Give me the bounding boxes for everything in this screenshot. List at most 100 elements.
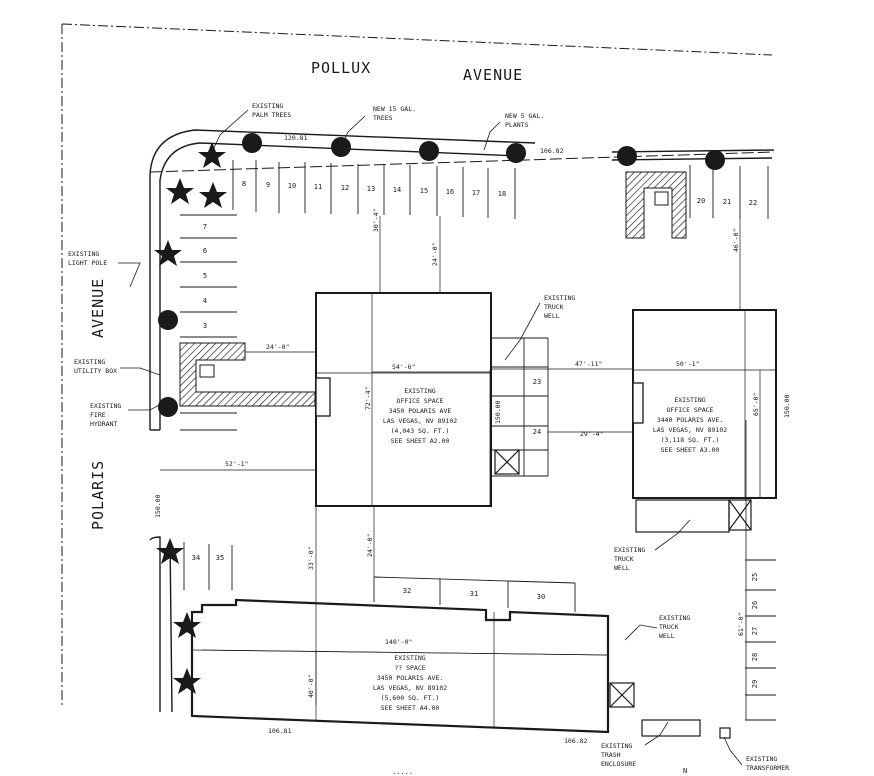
stall-12: 12 xyxy=(341,184,349,192)
street-pollux: POLLUX xyxy=(311,59,371,77)
dim-bottom-right-line: 106.82 xyxy=(564,737,588,745)
stall-24: 24 xyxy=(533,428,541,436)
building-a-line-6: SEE SHEET A2.00 xyxy=(391,437,450,445)
dim-24a: 24'-0" xyxy=(431,243,439,266)
property-lines xyxy=(61,23,775,705)
building-b-line-5: (3,118 SQ. FT.) xyxy=(661,436,720,444)
dim-40-0: 40'-0" xyxy=(307,675,315,698)
stall-26: 26 xyxy=(751,601,759,609)
dim-50-1: 50'-1" xyxy=(676,360,699,368)
dim-46-0: 46'-0" xyxy=(732,229,740,252)
building-c-line-5: (5,600 SQ. FT.) xyxy=(381,694,440,702)
callout-trash-3: ENCLOSURE xyxy=(601,760,636,768)
building-c-line-1: EXISTING xyxy=(394,654,425,662)
stall-20: 20 xyxy=(697,197,705,205)
stall-25: 25 xyxy=(751,573,759,581)
north-arrow-label: N xyxy=(683,767,687,775)
stall-27: 27 xyxy=(751,627,759,635)
dim-30-4: 30'-4" xyxy=(372,209,380,232)
building-a-line-2: OFFICE SPACE xyxy=(397,397,444,405)
sheet-dots: ..... xyxy=(392,768,413,776)
building-c-line-6: SEE SHEET A4.00 xyxy=(381,704,440,712)
tree-symbols xyxy=(154,133,725,694)
building-a: EXISTING OFFICE SPACE 3450 POLARIS AVE L… xyxy=(315,292,492,507)
dim-top-left-line: 120.81 xyxy=(284,134,308,142)
dim-top-right-line: 106.82 xyxy=(540,147,564,155)
building-a-line-1: EXISTING xyxy=(404,387,435,395)
dim-61-0: 61'-0" xyxy=(737,613,745,636)
callout-new-trees-1: NEW 15 GAL. xyxy=(373,105,416,113)
dim-140-0: 140'-0" xyxy=(385,638,412,646)
callout-truck-well-2a: EXISTING xyxy=(614,546,645,554)
parking-stall-lines xyxy=(180,160,776,721)
callout-light-pole-2: LIGHT POLE xyxy=(68,259,107,267)
stall-31: 31 xyxy=(470,590,478,598)
accessible-ramp-left xyxy=(179,342,316,407)
dim-24b: 24'-0" xyxy=(266,343,289,351)
callout-truck-well-1c: WELL xyxy=(544,312,560,320)
stall-3: 3 xyxy=(203,322,207,330)
stall-10: 10 xyxy=(288,182,296,190)
callout-hydrant-1: EXISTING xyxy=(90,402,121,410)
stall-8: 8 xyxy=(242,180,246,188)
dimension-lines xyxy=(160,216,761,705)
stall-17: 17 xyxy=(472,189,480,197)
stall-29: 29 xyxy=(751,680,759,688)
callout-truck-well-3a: EXISTING xyxy=(659,614,690,622)
callout-truck-well-3b: TRUCK xyxy=(659,623,679,631)
dim-33-0: 33'-0" xyxy=(307,547,315,570)
callout-hydrant-3: HYDRANT xyxy=(90,420,117,428)
stall-23: 23 xyxy=(533,378,541,386)
building-b-line-1: EXISTING xyxy=(674,396,705,404)
stall-15: 15 xyxy=(420,187,428,195)
accessible-ramp-right xyxy=(625,171,687,239)
stall-7: 7 xyxy=(203,223,207,231)
dimension-texts: 120.81 106.82 150.00 150.00 106.81 106.8… xyxy=(154,134,791,745)
stall-18: 18 xyxy=(498,190,506,198)
dim-150: 150.00 xyxy=(494,400,502,424)
stall-32: 32 xyxy=(403,587,411,595)
callout-truck-well-1b: TRUCK xyxy=(544,303,564,311)
callout-transformer-2: TRANSFORMER xyxy=(746,764,789,772)
callout-new-plants-1: NEW 5 GAL. xyxy=(505,112,544,120)
building-a-line-3: 3450 POLARIS AVE xyxy=(389,407,452,415)
stall-numbers: 8 9 10 11 12 13 14 15 16 17 18 20 21 22 … xyxy=(192,180,759,688)
dim-left-line: 150.00 xyxy=(154,494,162,518)
callout-utility-box-2: UTILITY BOX xyxy=(74,367,117,375)
stall-34: 34 xyxy=(192,554,200,562)
dim-52-1: 52'-1" xyxy=(225,460,248,468)
curb-lines xyxy=(149,129,775,713)
callout-transformer-1: EXISTING xyxy=(746,755,777,763)
callout-new-plants-2: PLANTS xyxy=(505,121,529,129)
callout-trash-1: EXISTING xyxy=(601,742,632,750)
dim-right-line: 150.00 xyxy=(783,394,791,418)
building-c-line-2: ?? SPACE xyxy=(394,664,425,672)
dim-29-4: 29'-4" xyxy=(580,430,603,438)
callout-truck-well-2b: TRUCK xyxy=(614,555,634,563)
stall-16: 16 xyxy=(446,188,454,196)
callouts: EXISTING PALM TREES NEW 15 GAL. TREES NE… xyxy=(68,102,789,772)
stall-6: 6 xyxy=(203,247,207,255)
dim-47-11: 47'-11" xyxy=(575,360,602,368)
street-avenue-left: AVENUE xyxy=(89,278,107,338)
stall-21: 21 xyxy=(723,198,731,206)
stall-28: 28 xyxy=(751,653,759,661)
stall-13: 13 xyxy=(367,185,375,193)
building-b-line-6: SEE SHEET A3.00 xyxy=(661,446,720,454)
dim-54-6: 54'-6" xyxy=(392,363,415,371)
callout-leaders xyxy=(118,109,743,766)
stall-30: 30 xyxy=(537,593,545,601)
dim-24c: 24'-0" xyxy=(366,534,374,557)
callout-hydrant-2: FIRE xyxy=(90,411,106,419)
building-a-line-5: (4,043 SQ. FT.) xyxy=(391,427,450,435)
dim-65-0: 65'-0" xyxy=(752,393,760,416)
building-c-line-3: 3450 POLARIS AVE. xyxy=(377,674,444,682)
street-polaris: POLARIS xyxy=(89,460,107,530)
stall-14: 14 xyxy=(393,186,401,194)
stall-9: 9 xyxy=(266,181,270,189)
building-b-line-4: LAS VEGAS, NV 89102 xyxy=(653,426,727,434)
callout-utility-box-1: EXISTING xyxy=(74,358,105,366)
callout-trash-2: TRASH xyxy=(601,751,621,759)
building-c-line-4: LAS VEGAS, NV 89102 xyxy=(373,684,447,692)
